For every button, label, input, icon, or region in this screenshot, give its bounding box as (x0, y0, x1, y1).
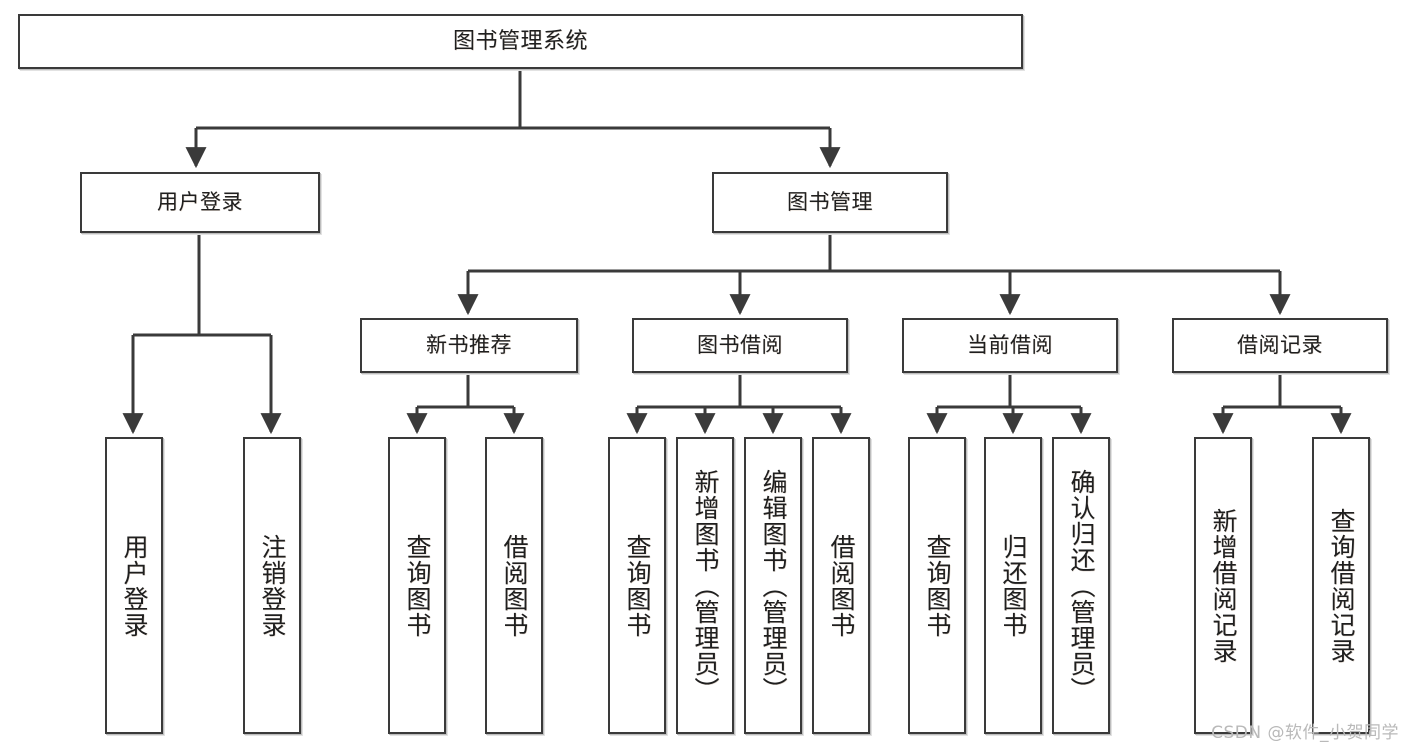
node-label: 查询图书 (403, 533, 432, 638)
node-label: 编辑图书（管理员） (759, 468, 788, 703)
leaf-query-book-borrow[interactable]: 查询图书 (608, 437, 666, 734)
node-borrow-records[interactable]: 借阅记录 (1172, 318, 1388, 373)
node-label: 借阅记录 (1237, 333, 1323, 358)
node-book-management-system[interactable]: 图书管理系统 (18, 14, 1023, 69)
leaf-logout[interactable]: 注销登录 (243, 437, 301, 734)
node-current-borrow[interactable]: 当前借阅 (902, 318, 1118, 373)
node-label: 注销登录 (258, 533, 287, 638)
node-label: 查询图书 (623, 533, 652, 638)
leaf-query-book-current[interactable]: 查询图书 (908, 437, 966, 734)
node-label: 确认归还（管理员） (1067, 468, 1096, 703)
leaf-confirm-return-admin[interactable]: 确认归还（管理员） (1052, 437, 1110, 734)
node-label: 新书推荐 (426, 333, 512, 358)
node-label: 当前借阅 (967, 333, 1053, 358)
leaf-add-book-admin[interactable]: 新增图书（管理员） (676, 437, 734, 734)
leaf-query-book-recommendation[interactable]: 查询图书 (388, 437, 446, 734)
node-new-book-recommendation[interactable]: 新书推荐 (360, 318, 578, 373)
node-label: 新增图书（管理员） (691, 468, 720, 703)
node-user-login[interactable]: 用户登录 (80, 172, 320, 233)
leaf-borrow-book-recommendation[interactable]: 借阅图书 (485, 437, 543, 734)
node-label: 图书借阅 (697, 333, 783, 358)
watermark: CSDN @软件_小贺同学 (1211, 723, 1399, 743)
leaf-add-borrow-record[interactable]: 新增借阅记录 (1194, 437, 1252, 734)
node-label: 查询图书 (923, 533, 952, 638)
node-label: 新增借阅记录 (1209, 507, 1238, 664)
leaf-user-login[interactable]: 用户登录 (105, 437, 163, 734)
node-label: 用户登录 (157, 190, 243, 215)
leaf-return-book[interactable]: 归还图书 (984, 437, 1042, 734)
leaf-borrow-book[interactable]: 借阅图书 (812, 437, 870, 734)
node-label: 用户登录 (120, 533, 149, 638)
node-label: 图书管理 (787, 190, 873, 215)
node-label: 借阅图书 (827, 533, 856, 638)
node-label: 图书管理系统 (452, 28, 588, 54)
node-label: 归还图书 (999, 533, 1028, 638)
leaf-query-borrow-record[interactable]: 查询借阅记录 (1312, 437, 1370, 734)
node-label: 查询借阅记录 (1327, 507, 1356, 664)
node-label: 借阅图书 (500, 533, 529, 638)
node-book-management[interactable]: 图书管理 (712, 172, 948, 233)
leaf-edit-book-admin[interactable]: 编辑图书（管理员） (744, 437, 802, 734)
node-book-borrow[interactable]: 图书借阅 (632, 318, 848, 373)
